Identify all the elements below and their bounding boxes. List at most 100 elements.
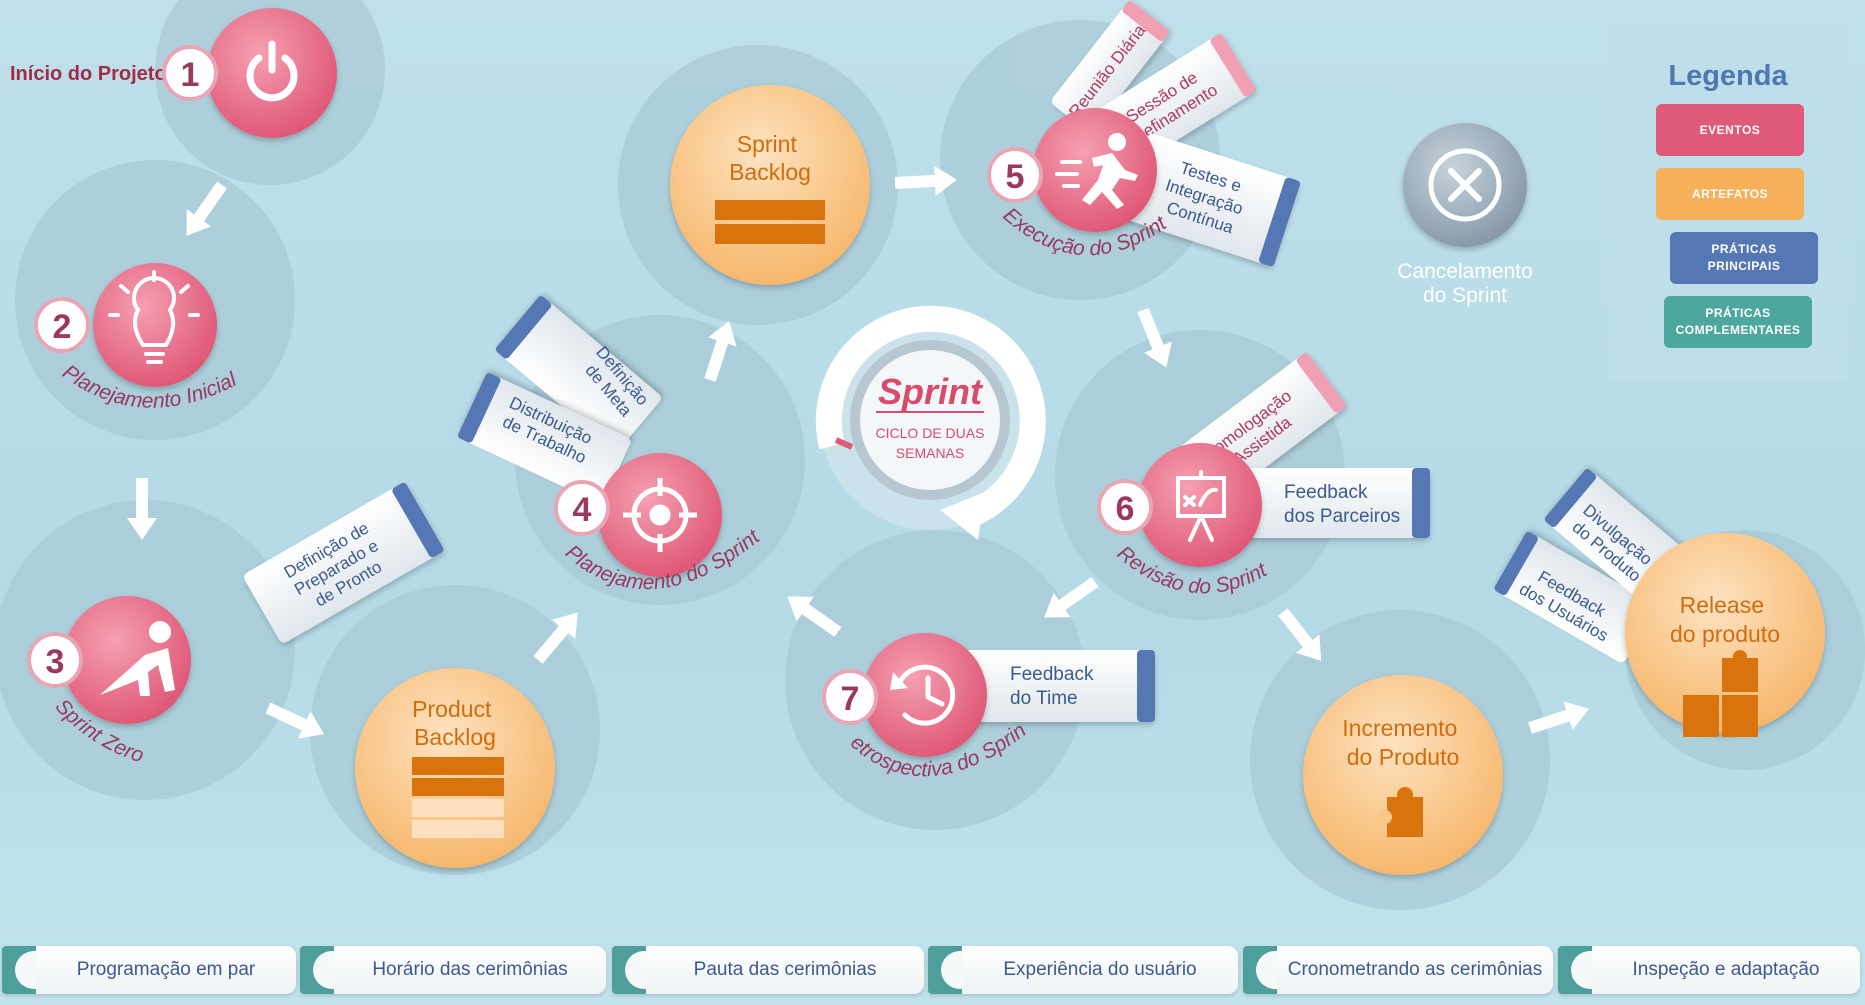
sprint-subtitle-1: CICLO DE DUAS: [876, 425, 985, 441]
cancel-label-1: Cancelamento: [1397, 260, 1532, 283]
step-number: 3: [46, 643, 65, 681]
puzzle-icon: [1683, 650, 1758, 737]
sprint-subtitle-2: SEMANAS: [896, 445, 964, 461]
tab-experiencia-do-usuario[interactable]: Experiência do usuário: [928, 946, 1238, 994]
practice-feedback-parceiros: Feedback dos Parceiros: [1245, 468, 1430, 538]
running-person-icon: [1055, 133, 1138, 209]
lightbulb-icon: [108, 270, 200, 364]
tab-label: Pauta das cerimônias: [693, 959, 877, 980]
tab-label: Cronometrando as cerimônias: [1287, 959, 1543, 980]
power-icon: [246, 40, 298, 102]
artifact-label: Backlog: [729, 159, 811, 185]
tab-notch: [928, 946, 963, 994]
artifact-incremento: [1303, 675, 1503, 875]
flow-arrows: [127, 165, 1589, 739]
target-icon: [623, 478, 697, 552]
step-number: 2: [53, 308, 72, 346]
practice-feedback-usuarios: [1494, 532, 1655, 663]
cancel-label-2: do Sprint: [1423, 284, 1507, 307]
cancel-sprint[interactable]: Cancelamento do Sprint: [1397, 123, 1533, 307]
close-icon: [1448, 168, 1482, 202]
arrow-5-6: [1137, 307, 1172, 368]
step-badge: [1097, 479, 1153, 535]
step-badge: [554, 480, 610, 536]
legend-artefatos: ARTEFATOS: [1656, 168, 1804, 220]
sprint-cycle: Sprint CICLO DE DUAS SEMANAS: [815, 305, 1046, 540]
svg-text:Feedback dos Parceiros: Feedback dos Parceiros: [1284, 482, 1400, 527]
step-number: 1: [181, 56, 200, 94]
step-number: 6: [1116, 490, 1135, 528]
svg-text:Product Backlog: Product Backlog: [412, 696, 498, 750]
tab-label: Inspeção e adaptação: [1632, 959, 1820, 980]
arrow-7-4: [787, 596, 842, 637]
arrow-pb-4: [533, 612, 578, 664]
event-circle-7: [863, 633, 987, 757]
artifact-label: Sprint: [737, 131, 798, 157]
practice-label: dos Parceiros: [1284, 506, 1400, 527]
tab-notch: [1243, 946, 1278, 994]
tab-horario-das-cerimonias[interactable]: Horário das cerimônias: [300, 946, 606, 994]
practice-testes: Testes e Integração Contínua: [1122, 133, 1301, 267]
tab-notch: [612, 946, 647, 994]
puzzle-icon: [1378, 787, 1423, 837]
arrow-3-pb: [265, 702, 325, 739]
sprint-title: Sprint: [878, 371, 984, 412]
tab-notch: [1558, 946, 1593, 994]
step-badge: [34, 297, 90, 353]
presentation-board-icon: [1176, 470, 1226, 542]
artifacts: Product Backlog Sprint Backlog Increment…: [355, 85, 1825, 875]
arrow-2-3: [127, 478, 157, 540]
arrow-inc-rel: [1528, 701, 1589, 734]
artifact-label: do Produto: [1347, 744, 1460, 770]
step-number: 5: [1006, 158, 1025, 196]
bottom-practices-bar: Programação em par Horário das cerimônia…: [0, 946, 1865, 996]
tab-inspecao-e-adaptacao[interactable]: Inspeção e adaptação: [1558, 946, 1860, 994]
legend-panel: Legenda EVENTOS ARTEFATOS PRÁTICAS PRINC…: [1607, 24, 1849, 382]
artifact-label: Release: [1680, 592, 1764, 618]
artifact-label: Incremento: [1342, 715, 1457, 741]
legend-title: Legenda: [1668, 60, 1788, 92]
tab-notch: [300, 946, 335, 994]
step-number: 7: [841, 680, 860, 718]
tab-label: Horário das cerimônias: [372, 959, 568, 980]
backlog-icon: [715, 200, 825, 244]
tab-notch: [2, 946, 37, 994]
practice-label: Feedback: [1284, 482, 1368, 503]
tab-label: Programação em par: [76, 959, 256, 980]
stretch-icon: [100, 621, 175, 696]
artifact-release: [1625, 533, 1825, 733]
step-number: 4: [573, 491, 592, 529]
arrow-6-7: [1044, 577, 1099, 618]
legend-praticas-principais: PRÁTICAS PRINCIPAIS: [1670, 232, 1818, 284]
artifact-label: do produto: [1670, 621, 1780, 647]
practice-distribuicao: [458, 373, 631, 503]
step-badge: [822, 669, 878, 725]
svg-text:Incremento do Produto: Incremento do Produto: [1342, 715, 1463, 770]
tab-programacao-em-par[interactable]: Programação em par: [2, 946, 296, 994]
svg-text:Feedback do Time: Feedback do Time: [1010, 664, 1099, 709]
artifact-label: Backlog: [414, 724, 496, 750]
practice-feedback-time: Feedback do Time: [960, 650, 1155, 722]
backlog-icon: [412, 757, 504, 838]
step-badge: [27, 632, 83, 688]
artifact-sprint-backlog: [670, 85, 870, 285]
arrow-4-sb: [704, 321, 737, 382]
tab-label: Experiência do usuário: [1003, 959, 1197, 980]
event-circle-2: [93, 263, 217, 387]
arrow-6-inc: [1278, 608, 1322, 661]
step-badge: [162, 45, 218, 101]
practice-label: Feedback: [1010, 664, 1094, 685]
practice-label: do Time: [1010, 688, 1078, 709]
arrow-sb-5: [894, 165, 957, 196]
practice-definicao-preparado: Definição de Preparado e de Pronto: [244, 482, 444, 643]
legend-praticas-complementares: PRÁTICAS COMPLEMENTARES: [1664, 296, 1812, 348]
tab-cronometrando-as-cerimonias[interactable]: Cronometrando as cerimônias: [1243, 946, 1553, 994]
svg-text:Sprint Backlog: Sprint Backlog: [729, 131, 811, 185]
practice-definicao-meta: [495, 296, 661, 451]
legend-eventos: EVENTOS: [1656, 104, 1804, 156]
start-label: Início do Projeto: [10, 63, 167, 85]
tab-pauta-das-cerimonias[interactable]: Pauta das cerimônias: [612, 946, 924, 994]
event-circle-5: [1033, 108, 1157, 232]
artifact-label: Product: [412, 696, 492, 722]
